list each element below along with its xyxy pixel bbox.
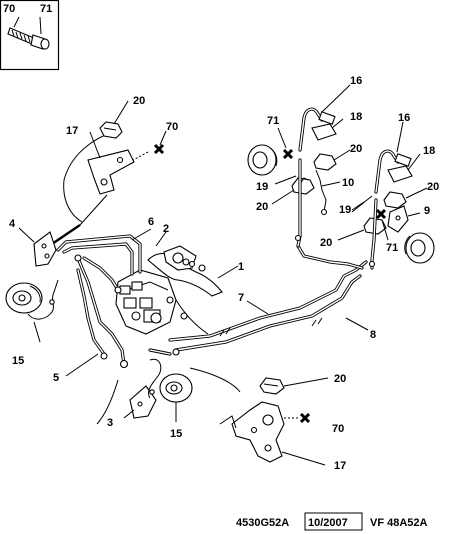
cross-70-bottom [284, 412, 311, 424]
diagram-code: 4530G52A [236, 517, 289, 529]
callout-9: 9 [424, 205, 430, 217]
bracket-9 [387, 205, 421, 233]
callout-20: 20 [256, 201, 268, 213]
callout-labels: 20 17 70 16 18 71 20 16 18 19 10 20 20 1… [9, 75, 439, 472]
cross-70-top [132, 130, 167, 161]
brake-disc-left [5, 282, 43, 314]
clip-20-top-left [99, 121, 123, 139]
sensor-cable-left [27, 279, 59, 343]
callout-70: 70 [166, 121, 178, 133]
brake-disc-rear-lower [404, 232, 435, 264]
callout-4: 4 [9, 218, 16, 230]
clip-20-bottom [259, 377, 329, 395]
abs-modulator [115, 269, 177, 335]
callout-15: 15 [12, 355, 24, 367]
brake-disc-bottom [159, 373, 193, 422]
arch-curve-bottom [96, 379, 119, 425]
flex-hose-16-lower [374, 121, 412, 194]
callout-7: 7 [238, 292, 244, 304]
callout-70: 70 [332, 423, 344, 435]
callout-8: 8 [370, 329, 376, 341]
callout-20: 20 [427, 181, 439, 193]
bracket-17-top [51, 149, 135, 245]
caliper-3 [123, 385, 157, 419]
bolt-inset: 70 71 [0, 0, 60, 71]
inset-label-71: 71 [40, 3, 52, 15]
callout-20: 20 [133, 95, 145, 107]
callout-17: 17 [334, 460, 346, 472]
callout-2: 2 [163, 223, 169, 235]
callout-19: 19 [256, 181, 268, 193]
flex-hose-16-upper [298, 84, 351, 152]
diagram-date: 10/2007 [308, 517, 348, 529]
inset-label-70: 70 [3, 3, 15, 15]
brake-disc-rear-upper [247, 144, 278, 176]
callout-5: 5 [53, 372, 59, 384]
diagram-reference: VF 48A52A [370, 517, 428, 529]
callout-16: 16 [398, 112, 410, 124]
callout-20: 20 [350, 143, 362, 155]
hose-link-19 [274, 175, 373, 213]
callout-16: 16 [350, 75, 362, 87]
bracket-18-upper [311, 118, 344, 141]
callout-18: 18 [350, 111, 362, 123]
callout-6: 6 [148, 216, 154, 228]
callout-1: 1 [238, 261, 244, 273]
callout-71: 71 [267, 115, 279, 127]
arch-curve-right [189, 367, 241, 393]
rear-pipe-ends [294, 158, 378, 270]
mount-bracket-1 [147, 231, 239, 335]
callout-20: 20 [334, 373, 346, 385]
callout-15: 15 [170, 428, 182, 440]
bracket-17-bottom [219, 401, 326, 466]
caliper-4 [18, 227, 57, 267]
callout-3: 3 [107, 417, 113, 429]
footer: 4530G52A 10/2007 VF 48A52A [236, 512, 428, 531]
callout-71: 71 [386, 242, 398, 254]
hose-link-10 [315, 169, 341, 216]
arch-curve-left-lower [63, 179, 83, 223]
callout-18: 18 [423, 145, 435, 157]
bracket-18-lower [387, 153, 421, 183]
crosses-71-right [277, 127, 389, 241]
callout-19: 19 [339, 204, 351, 216]
bolt-icon [7, 16, 50, 50]
callout-10: 10 [342, 177, 354, 189]
callout-20: 20 [320, 237, 332, 249]
sensor-cable-bottom [147, 358, 162, 399]
callout-17: 17 [66, 125, 78, 137]
brake-pipes [56, 228, 369, 377]
